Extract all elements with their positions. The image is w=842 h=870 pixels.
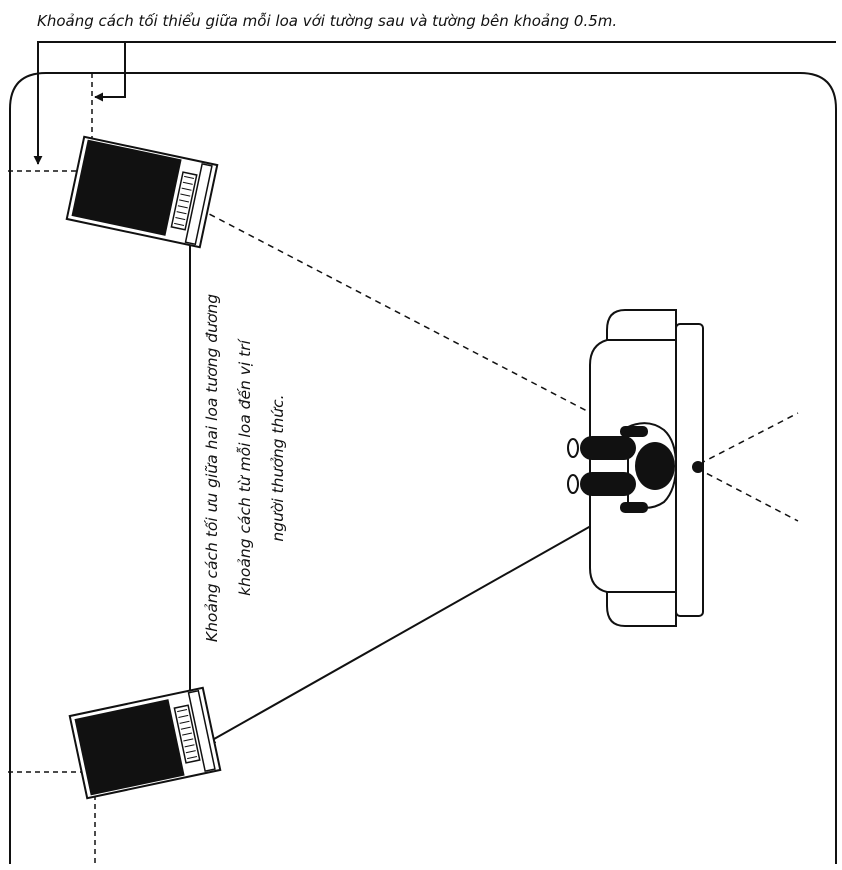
room-wall-outline bbox=[9, 72, 837, 864]
sofa-icon bbox=[589, 309, 704, 627]
speaker-distance-caption: Khoảng cách tối ưu giữa hai loa tương đư… bbox=[203, 294, 287, 642]
speaker-to-listener-arrow bbox=[206, 504, 629, 744]
speaker-icon bbox=[65, 135, 219, 249]
speaker-icon bbox=[68, 686, 222, 800]
wall-distance-caption: Khoảng cách tối thiểu giữa mỗi loa với t… bbox=[37, 12, 617, 30]
caption-leader-lines bbox=[33, 41, 836, 165]
person-icon bbox=[567, 422, 678, 513]
clearance-guides bbox=[8, 73, 96, 866]
speaker-distance-caption-line1: Khoảng cách tối ưu giữa hai loa tương đư… bbox=[203, 294, 221, 642]
dot-icon bbox=[692, 461, 704, 473]
speaker-distance-caption-line2: khoảng cách từ mỗi loa đến vị trí bbox=[236, 337, 254, 596]
speaker-distance-caption-line3: người thưởng thức. bbox=[269, 394, 287, 541]
